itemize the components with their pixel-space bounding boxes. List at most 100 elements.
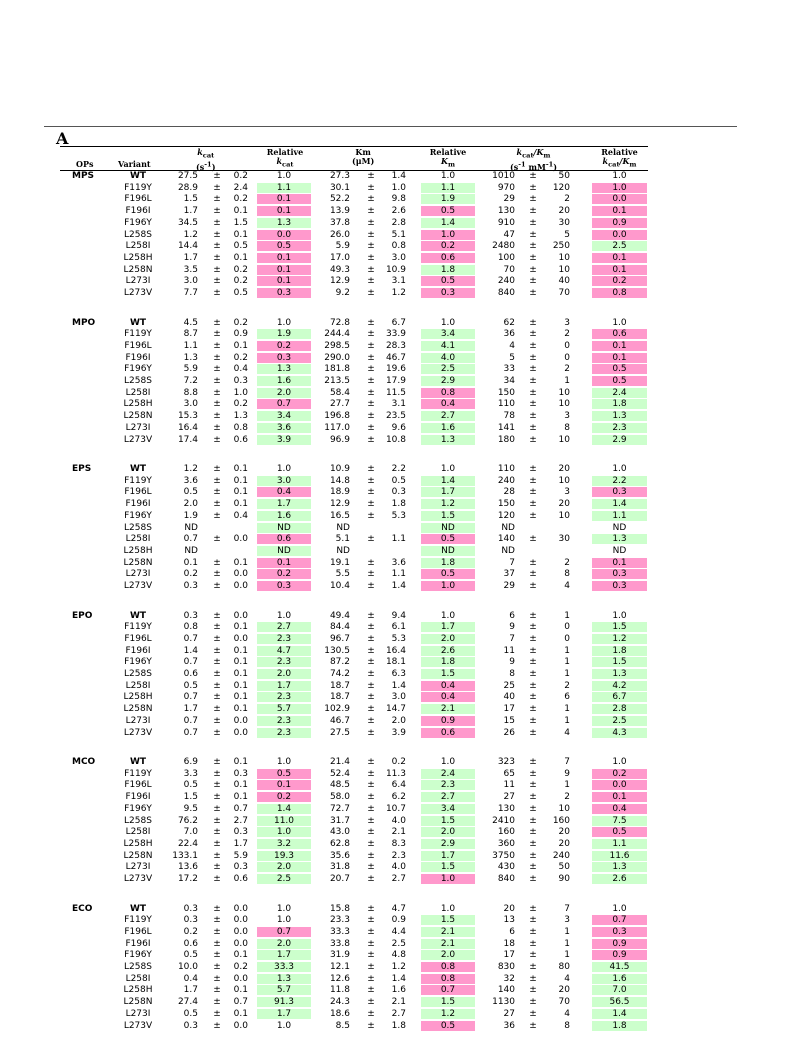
kcat-km-error — [544, 523, 570, 533]
kcat-km-error: 0 — [564, 633, 570, 644]
relative-kcat-km: 0.3 — [592, 926, 647, 937]
relative-km: 0.8 — [421, 387, 475, 398]
relative-kcat: 0.1 — [257, 276, 311, 287]
relative-km: 1.3 — [421, 434, 475, 445]
kcat-error: 0.5 — [233, 288, 248, 298]
km-pm: ± — [367, 422, 375, 433]
relative-kcat: 2.5 — [257, 874, 311, 884]
relative-kcat-km: 0.3 — [592, 569, 647, 580]
relative-kcat-km: 1.4 — [592, 1008, 647, 1019]
km-error: 5.3 — [391, 510, 406, 521]
km-error: 2.0 — [391, 715, 406, 726]
relative-km: 1.7 — [421, 487, 475, 498]
relative-kcat: 1.9 — [257, 329, 311, 340]
kcat-error: 0.7 — [233, 997, 248, 1008]
relative-kcat: 0.2 — [257, 340, 311, 351]
relative-kcat-km: 0.2 — [592, 768, 647, 779]
kcat-km-value: 160 — [497, 827, 515, 838]
km-pm: ± — [367, 645, 375, 656]
kcat-pm: ± — [213, 780, 221, 791]
kcat-km-pm: ± — [529, 669, 537, 679]
kcat-km-error: 2 — [564, 329, 570, 340]
km-error: 1.4 — [391, 581, 406, 591]
variant-label: F196L — [124, 926, 152, 937]
kcat-error: 0.6 — [233, 434, 248, 445]
km-error: 3.0 — [391, 252, 406, 263]
km-value: 12.6 — [329, 973, 350, 984]
kcat-km-pm: ± — [529, 241, 537, 252]
relative-kcat: 0.3 — [257, 288, 311, 298]
kcat-value: 0.7 — [183, 692, 198, 703]
relative-kcat: 0.2 — [257, 569, 311, 580]
relative-kcat-km: 0.5 — [592, 827, 647, 838]
km-error: 19.6 — [385, 364, 406, 375]
kcat-pm: ± — [213, 680, 221, 691]
kcat-km-error: 10 — [558, 264, 570, 275]
km-pm: ± — [367, 704, 375, 715]
kcat-value: 0.6 — [183, 669, 198, 679]
relative-kcat: 1.0 — [276, 317, 292, 328]
relative-kcat: 4.7 — [257, 645, 311, 656]
km-pm — [364, 546, 378, 556]
relative-kcat: 2.0 — [257, 862, 311, 873]
relative-kcat: 0.7 — [257, 926, 311, 937]
relative-kcat-km: 0.3 — [592, 487, 647, 498]
km-pm: ± — [367, 950, 375, 961]
kcat-error: 0.1 — [233, 229, 248, 240]
kcat-km-value: 840 — [497, 288, 515, 298]
relative-km: 1.2 — [421, 1008, 475, 1019]
relative-km: 2.1 — [421, 704, 475, 715]
kcat-error: 0.0 — [233, 610, 248, 621]
kcat-pm: ± — [213, 727, 221, 738]
km-pm: ± — [367, 510, 375, 521]
relative-kcat: ND — [257, 522, 311, 533]
kcat-km-error: 9 — [564, 768, 570, 779]
op-label: MPO — [72, 317, 96, 328]
kcat-error: 0.1 — [233, 792, 248, 803]
km-pm: ± — [367, 329, 375, 340]
kcat-km-value: 140 — [497, 534, 515, 545]
kcat-km-pm: ± — [529, 792, 537, 803]
kcat-km-value: 1130 — [492, 997, 515, 1008]
variant-label: F196I — [125, 792, 151, 803]
kcat-error — [226, 546, 248, 556]
kcat-pm: ± — [213, 768, 221, 779]
km-error: 28.3 — [385, 340, 406, 351]
kcat-km-value: 240 — [497, 276, 515, 287]
kcat-pm: ± — [213, 464, 221, 474]
kcat-value: 0.8 — [183, 622, 198, 633]
kcat-pm: ± — [213, 874, 221, 884]
km-value: 17.0 — [329, 252, 350, 263]
km-error: 2.7 — [391, 1008, 406, 1019]
km-value: 96.7 — [329, 633, 350, 644]
kcat-km-pm: ± — [529, 862, 537, 873]
kcat-km-value: 18 — [503, 938, 515, 949]
relative-kcat-km: 1.8 — [592, 645, 647, 656]
kcat-km-pm: ± — [529, 340, 537, 351]
relative-kcat-km: 1.6 — [592, 973, 647, 984]
kcat-pm: ± — [213, 288, 221, 298]
relative-kcat-km: 1.0 — [612, 903, 627, 914]
relative-kcat-km: 1.4 — [592, 499, 647, 510]
kcat-km-pm: ± — [529, 510, 537, 521]
header-kcat: kcat (s-1) — [196, 148, 216, 172]
variant-label: L258H — [123, 252, 153, 263]
relative-kcat: 1.7 — [257, 1008, 311, 1019]
variant-label: F196Y — [124, 217, 152, 228]
km-pm: ± — [367, 581, 375, 591]
km-error: 1.6 — [391, 985, 406, 996]
kcat-error: 0.1 — [233, 757, 248, 767]
kcat-km-error: 10 — [558, 803, 570, 814]
km-pm: ± — [367, 1008, 375, 1019]
kcat-km-value: 140 — [497, 985, 515, 996]
relative-kcat-km: 2.4 — [592, 387, 647, 398]
km-pm: ± — [367, 680, 375, 691]
kcat-error: 0.1 — [233, 950, 248, 961]
